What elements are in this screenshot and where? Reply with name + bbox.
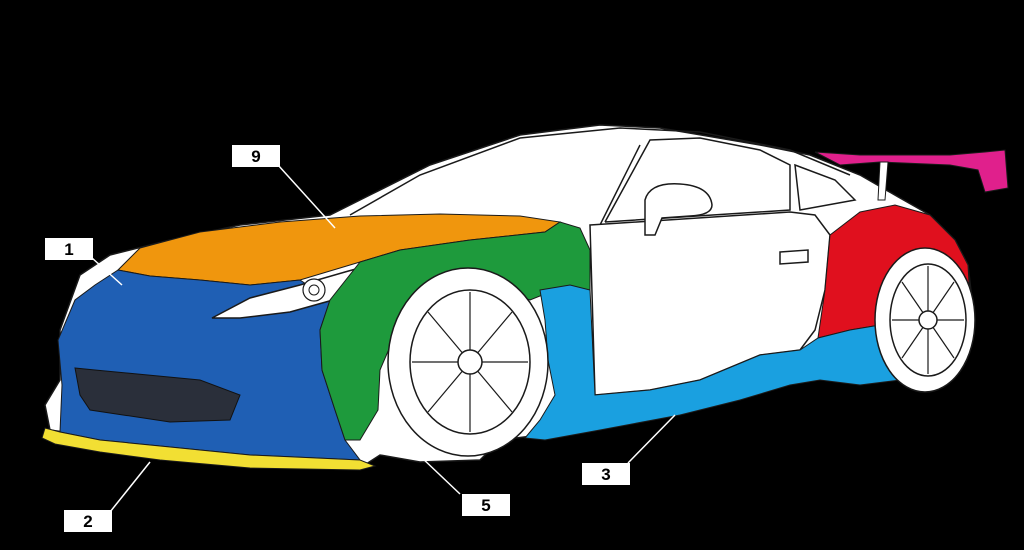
callout-9: 9: [232, 145, 280, 167]
side-mirror: [644, 183, 713, 236]
callout-box-1: [45, 238, 93, 260]
callout-5: 5: [462, 494, 510, 516]
callout-line-3: [627, 414, 676, 464]
callout-number-3: 3: [601, 465, 610, 484]
callout-box-5: [462, 494, 510, 516]
callout-number-1: 1: [64, 240, 73, 259]
rear-wing-stand: [877, 161, 889, 201]
callout-number-2: 2: [83, 512, 92, 531]
callout-2: 2: [64, 510, 112, 532]
callout-box-3: [582, 463, 630, 485]
callout-line-2: [109, 461, 151, 513]
door-handle: [779, 249, 809, 265]
callout-line-5: [419, 455, 461, 495]
rear-quarter-window: [794, 163, 857, 211]
front-lip-panel: [41, 427, 377, 471]
windshield-pillar: [599, 144, 641, 226]
headlight-lens-inner: [308, 284, 320, 296]
callout-box-9: [232, 145, 280, 167]
rear-hub: [918, 310, 938, 330]
headlight-lens: [302, 278, 326, 302]
callout-lines: [91, 164, 676, 513]
callout-3: 3: [582, 463, 630, 485]
callout-number-5: 5: [481, 496, 490, 515]
roof-line: [349, 127, 851, 216]
callout-box-2: [64, 510, 112, 532]
front-hub: [457, 349, 483, 375]
front-grille: [74, 367, 241, 423]
callout-1: 1: [45, 238, 93, 260]
side-window: [604, 137, 791, 223]
callout-number-9: 9: [251, 147, 260, 166]
callout-line-9: [277, 164, 336, 229]
callout-line-1: [91, 257, 123, 286]
rear-wing-panel: [814, 149, 1009, 193]
